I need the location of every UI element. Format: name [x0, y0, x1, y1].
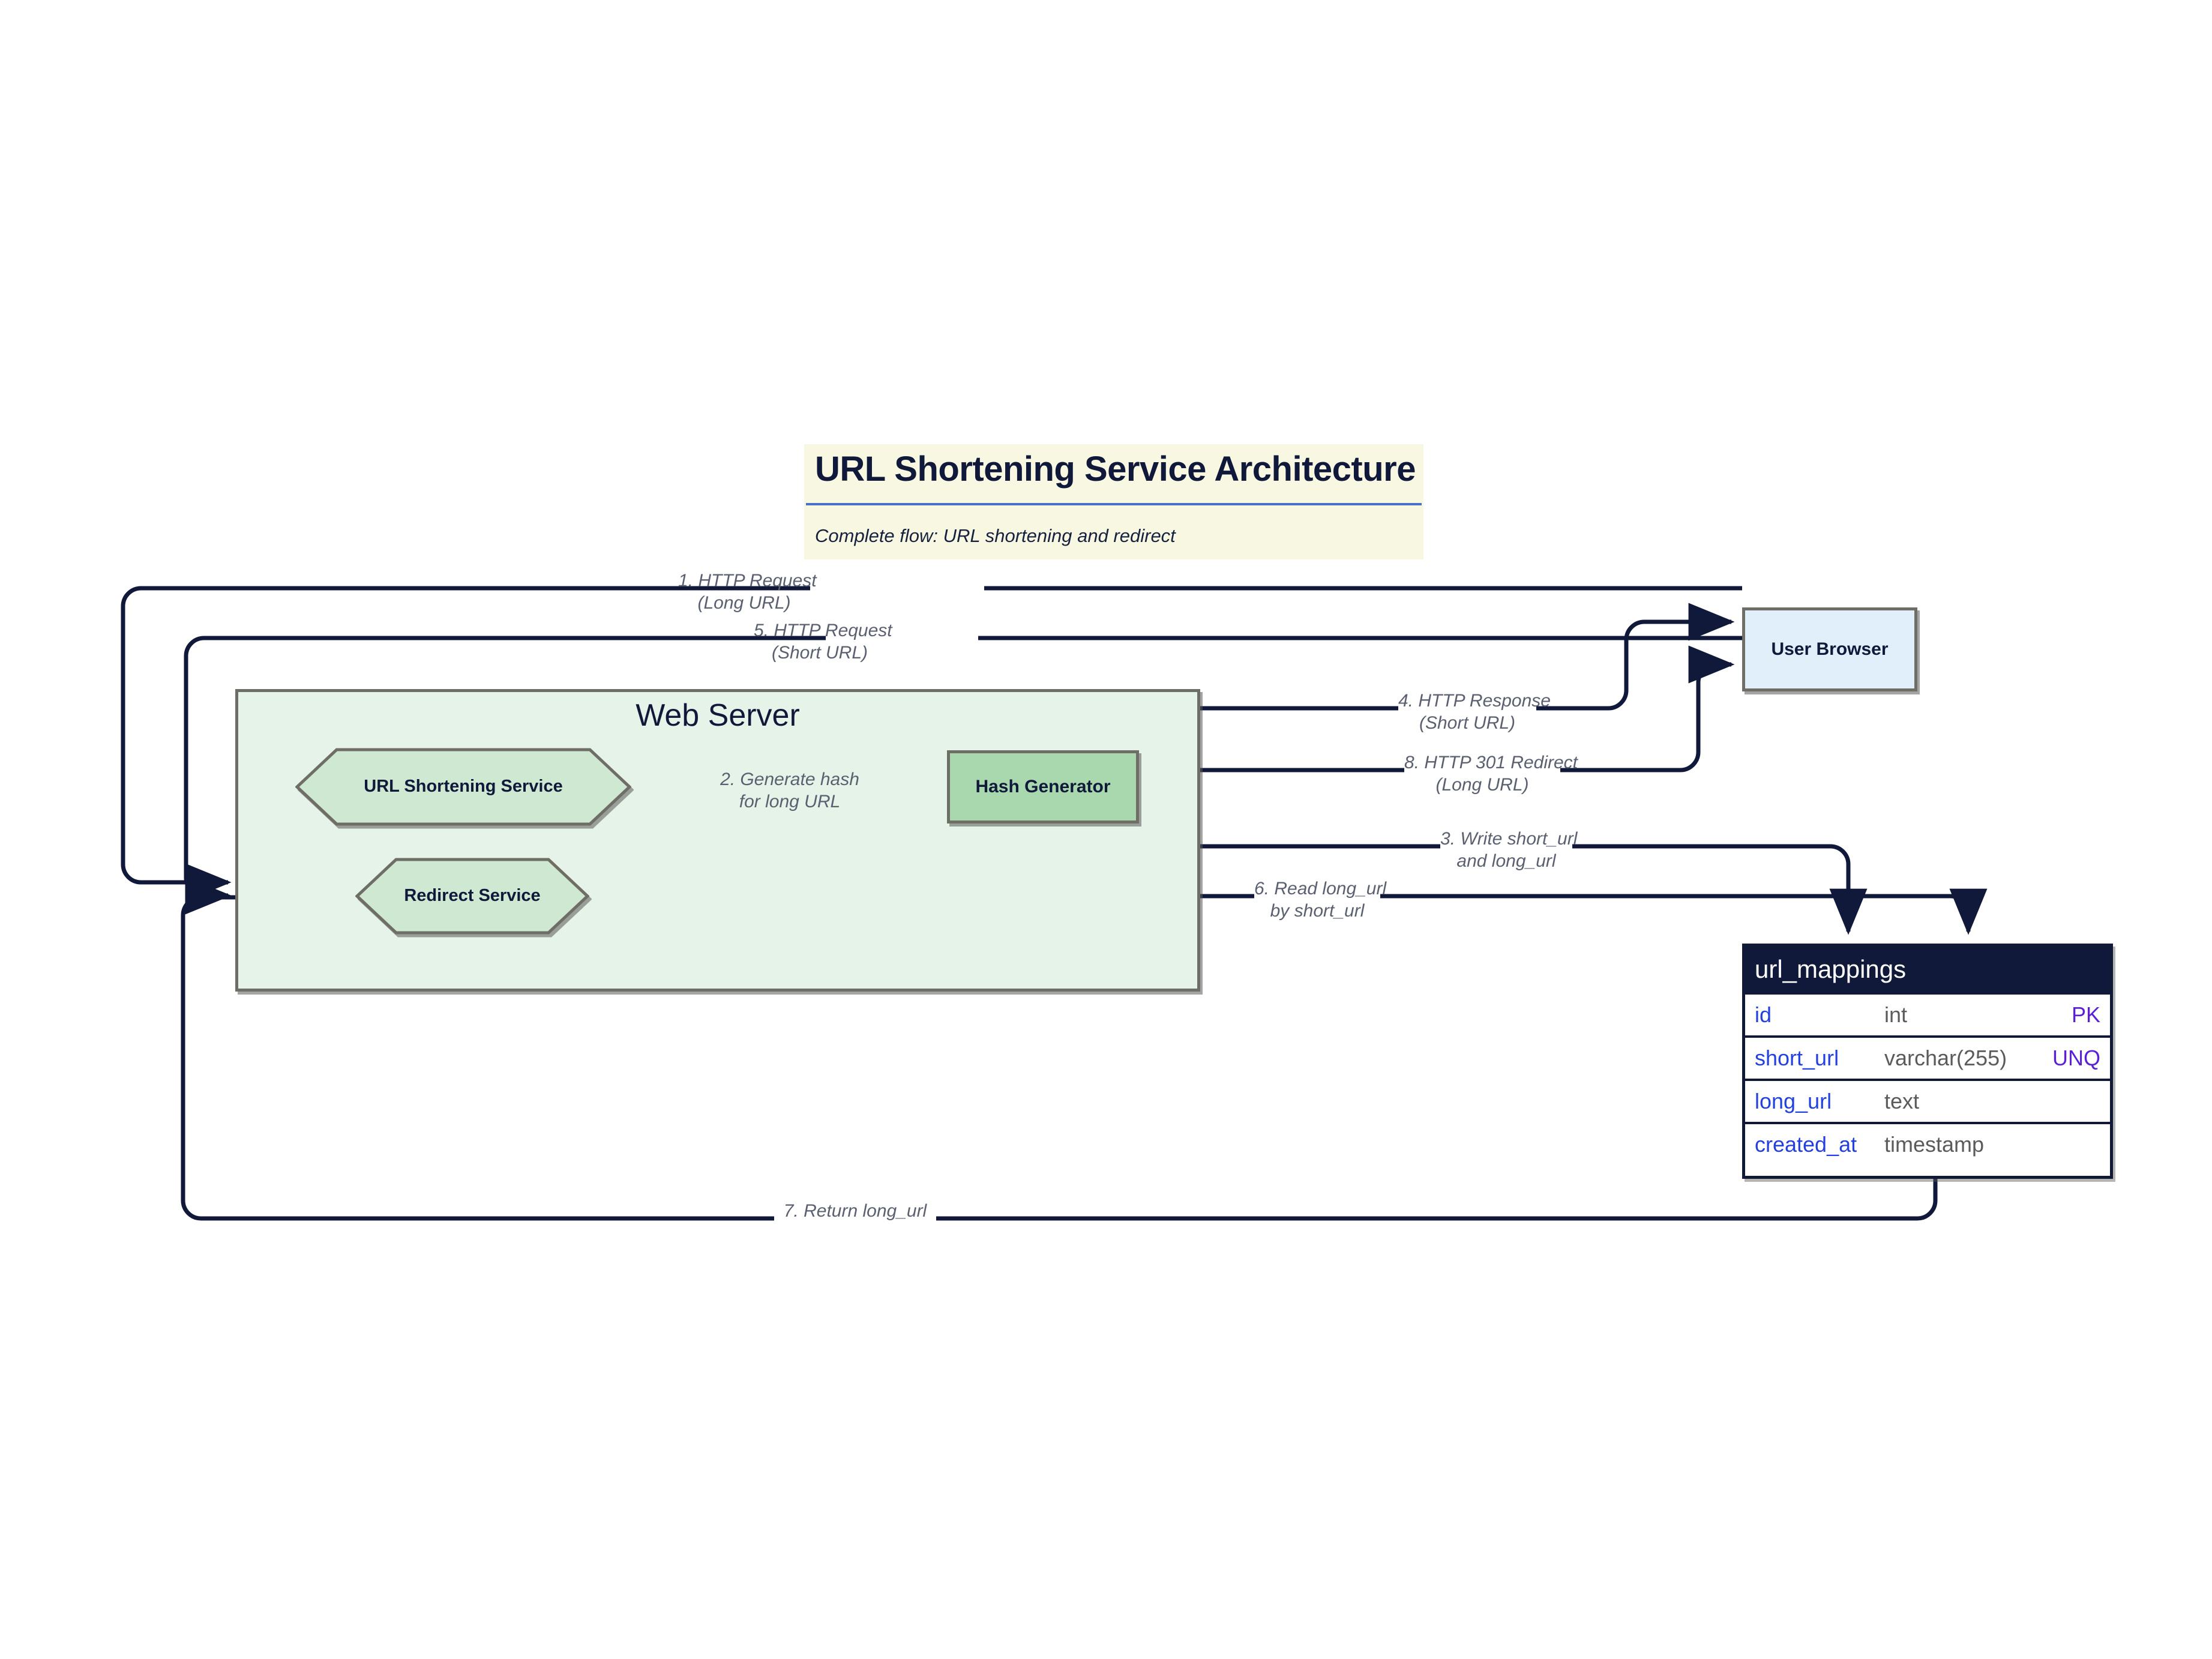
node-label: URL Shortening Service — [364, 777, 563, 796]
edge-label-8: 8. HTTP 301 Redirect (Long URL) — [1404, 753, 1578, 795]
edge-label-1: 1. HTTP Request (Long URL) — [678, 571, 817, 613]
column-type: timestamp — [1884, 1132, 1985, 1157]
node-label: Redirect Service — [404, 886, 541, 906]
entity-url-mappings[interactable]: url_mappings id int PK short_url varchar… — [1742, 944, 2113, 1179]
column-name: id — [1755, 1002, 1772, 1027]
hexagon-shape — [355, 858, 589, 935]
page-subtitle: Complete flow: URL shortening and redire… — [815, 525, 1176, 546]
edge-8-path-b — [1560, 645, 1735, 772]
entity-name: url_mappings — [1755, 955, 1907, 983]
entity-header: url_mappings — [1745, 947, 2110, 992]
edge-label-6: 6. Read long_url by short_url — [1254, 879, 1387, 921]
node-url-shortening-service[interactable]: URL Shortening Service — [295, 747, 631, 826]
hexagon-shape — [295, 748, 631, 826]
edge-6-path-b — [1380, 888, 1988, 935]
edge-label-3: 3. Write short_url and long_url — [1440, 829, 1578, 871]
web-server-cluster-label: Web Server — [636, 698, 800, 733]
node-redirect-service[interactable]: Redirect Service — [355, 857, 589, 935]
edge-label-2: 2. Generate hash for long URL — [720, 769, 859, 811]
edge-label-7: 7. Return long_url — [783, 1201, 927, 1221]
column-name: long_url — [1755, 1089, 1832, 1113]
column-key: PK — [2071, 1002, 2100, 1027]
edge-3-path-b — [1572, 844, 1868, 935]
table-row: short_url varchar(255) UNQ — [1745, 1035, 2110, 1079]
column-name: short_url — [1755, 1046, 1839, 1070]
title-background — [804, 444, 1423, 559]
column-name: created_at — [1755, 1132, 1857, 1157]
table-row: id int PK — [1745, 992, 2110, 1035]
table-row: long_url text — [1745, 1079, 2110, 1122]
table-row: created_at timestamp — [1745, 1122, 2110, 1165]
column-key: UNQ — [2052, 1046, 2100, 1070]
edge-label-5: 5. HTTP Request (Short URL) — [754, 621, 892, 663]
edge-7-path — [936, 1179, 1938, 1221]
title-divider — [806, 503, 1422, 505]
node-hash-generator[interactable]: Hash Generator — [947, 750, 1139, 823]
node-label: User Browser — [1771, 639, 1889, 659]
column-type: varchar(255) — [1884, 1046, 2007, 1070]
column-type: int — [1884, 1002, 1908, 1027]
node-user-browser[interactable]: User Browser — [1742, 607, 1917, 691]
page-title: URL Shortening Service Architecture — [815, 450, 1416, 489]
node-label: Hash Generator — [975, 777, 1111, 796]
edge-4-path-b — [1536, 603, 1735, 711]
web-server-cluster — [235, 689, 1200, 992]
column-type: text — [1884, 1089, 1920, 1113]
edge-label-4: 4. HTTP Response (Short URL) — [1398, 691, 1551, 733]
